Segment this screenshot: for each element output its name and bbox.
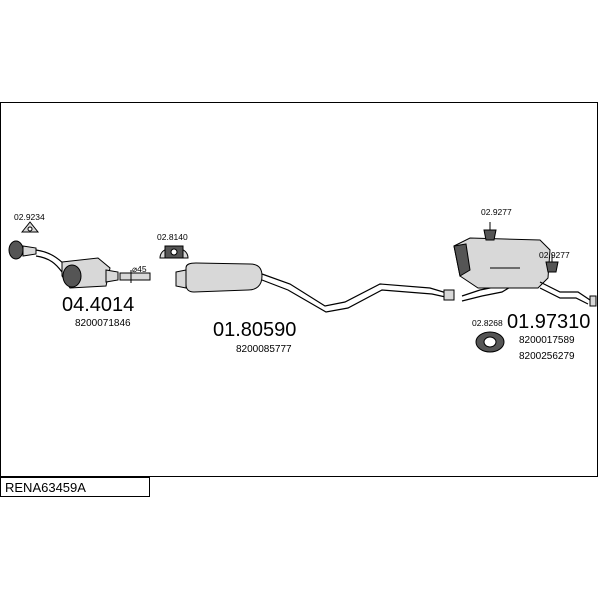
hanger-top-icon[interactable] bbox=[483, 222, 497, 241]
clamp-icon[interactable] bbox=[159, 245, 189, 259]
diagram-code: RENA63459A bbox=[5, 480, 86, 495]
middle-pipe-number: 01.80590 bbox=[213, 319, 296, 341]
hanger-right-icon[interactable] bbox=[545, 254, 559, 273]
rear-silencer-number: 01.97310 bbox=[507, 311, 590, 333]
rear-silencer-part[interactable] bbox=[453, 237, 597, 307]
adapter-pipe[interactable] bbox=[119, 270, 151, 283]
rubber-mount-icon[interactable] bbox=[475, 331, 505, 353]
rear-silencer-oem-1: 8200017589 bbox=[519, 335, 575, 346]
gasket-icon[interactable] bbox=[20, 221, 40, 233]
label-hanger-right: 02.9277 bbox=[539, 250, 570, 260]
diagram-code-box: RENA63459A bbox=[0, 477, 150, 497]
label-hanger-top: 02.9277 bbox=[481, 207, 512, 217]
catalyst-number: 04.4014 bbox=[62, 294, 134, 316]
rear-silencer-oem-2: 8200256279 bbox=[519, 351, 575, 362]
label-diameter: ⌀45 bbox=[132, 264, 147, 274]
label-rubber-rear: 02.8268 bbox=[472, 318, 503, 328]
label-gasket-front: 02.9234 bbox=[14, 212, 45, 222]
diagram-frame bbox=[0, 102, 598, 477]
front-flange[interactable] bbox=[8, 240, 37, 260]
catalyst-part[interactable] bbox=[35, 249, 119, 289]
middle-pipe-part[interactable] bbox=[175, 262, 455, 313]
label-clamp-middle: 02.8140 bbox=[157, 232, 188, 242]
middle-pipe-oem-1: 8200085777 bbox=[236, 344, 292, 355]
catalyst-oem-1: 8200071846 bbox=[75, 318, 131, 329]
